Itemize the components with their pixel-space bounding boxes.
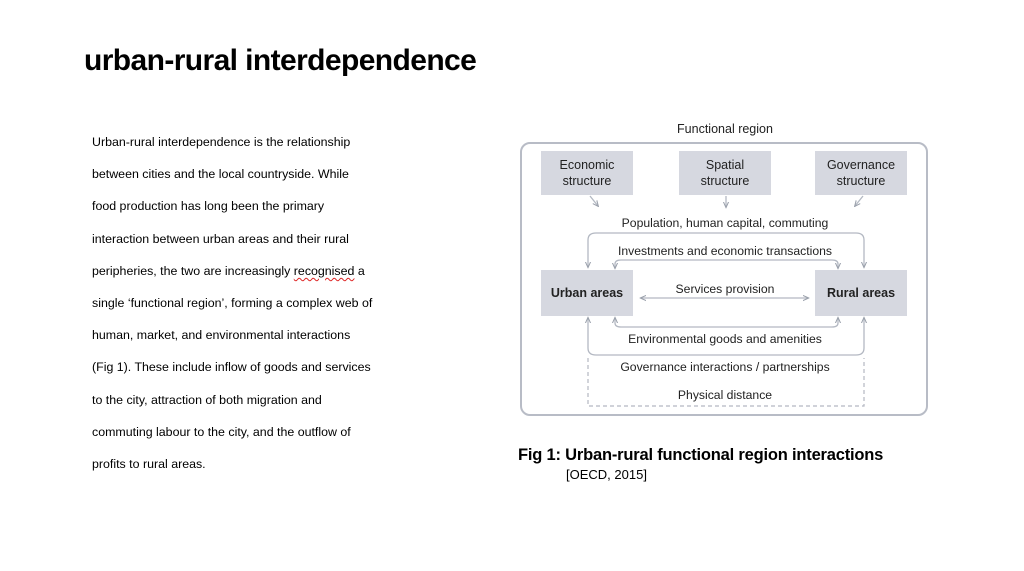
figure-source: [OECD, 2015] <box>566 467 647 482</box>
flow-services-label: Services provision <box>675 282 775 296</box>
body-text-segment: peripheries, the two are increasingly <box>92 263 294 278</box>
diagram-title: Functional region <box>677 122 773 136</box>
economic-structure-box: Economic structure <box>541 151 633 195</box>
body-line: commuting labour to the city, and the ou… <box>92 424 351 439</box>
urban-areas-box: Urban areas <box>541 270 633 316</box>
flow-investments-label: Investments and economic transactions <box>617 244 833 258</box>
body-line: human, market, and environmental interac… <box>92 328 351 343</box>
body-line: (Fig 1). These include inflow of goods a… <box>92 360 371 375</box>
box-label: Economic structure <box>559 158 615 188</box>
governance-structure-box: Governance structure <box>815 151 907 195</box>
box-label: Urban areas <box>550 286 624 300</box>
body-line: peripheries, the two are increasingly re… <box>92 255 412 287</box>
flow-environment-label: Environmental goods and amenities <box>628 332 822 346</box>
body-line: between cities and the local countryside… <box>92 167 349 182</box>
body-line: profits to rural areas. <box>92 457 206 472</box>
slide-title: urban-rural interdependence <box>84 44 477 77</box>
flow-distance-label: Physical distance <box>677 388 773 402</box>
body-line: Urban-rural interdependence is the relat… <box>92 135 351 149</box>
box-label: Spatial structure <box>700 158 750 188</box>
box-label: Governance structure <box>826 158 896 188</box>
body-text-segment: a <box>354 263 365 278</box>
rural-areas-box: Rural areas <box>815 270 907 316</box>
functional-region-frame <box>520 142 928 416</box>
body-line: interaction between urban areas and thei… <box>92 231 349 246</box>
body-line: single ‘functional region’, forming a co… <box>92 296 373 311</box>
flow-population-label: Population, human capital, commuting <box>621 216 829 230</box>
body-line: food production has long been the primar… <box>92 199 325 214</box>
box-label: Rural areas <box>826 286 896 300</box>
figure-caption: Fig 1: Urban-rural functional region int… <box>518 446 884 464</box>
body-paragraph: Urban-rural interdependence is the relat… <box>92 126 412 480</box>
body-line: to the city, attraction of both migratio… <box>92 392 322 407</box>
flow-governance-label: Governance interactions / partnerships <box>620 360 830 374</box>
spatial-structure-box: Spatial structure <box>679 151 771 195</box>
spellcheck-word[interactable]: recognised <box>293 263 355 278</box>
